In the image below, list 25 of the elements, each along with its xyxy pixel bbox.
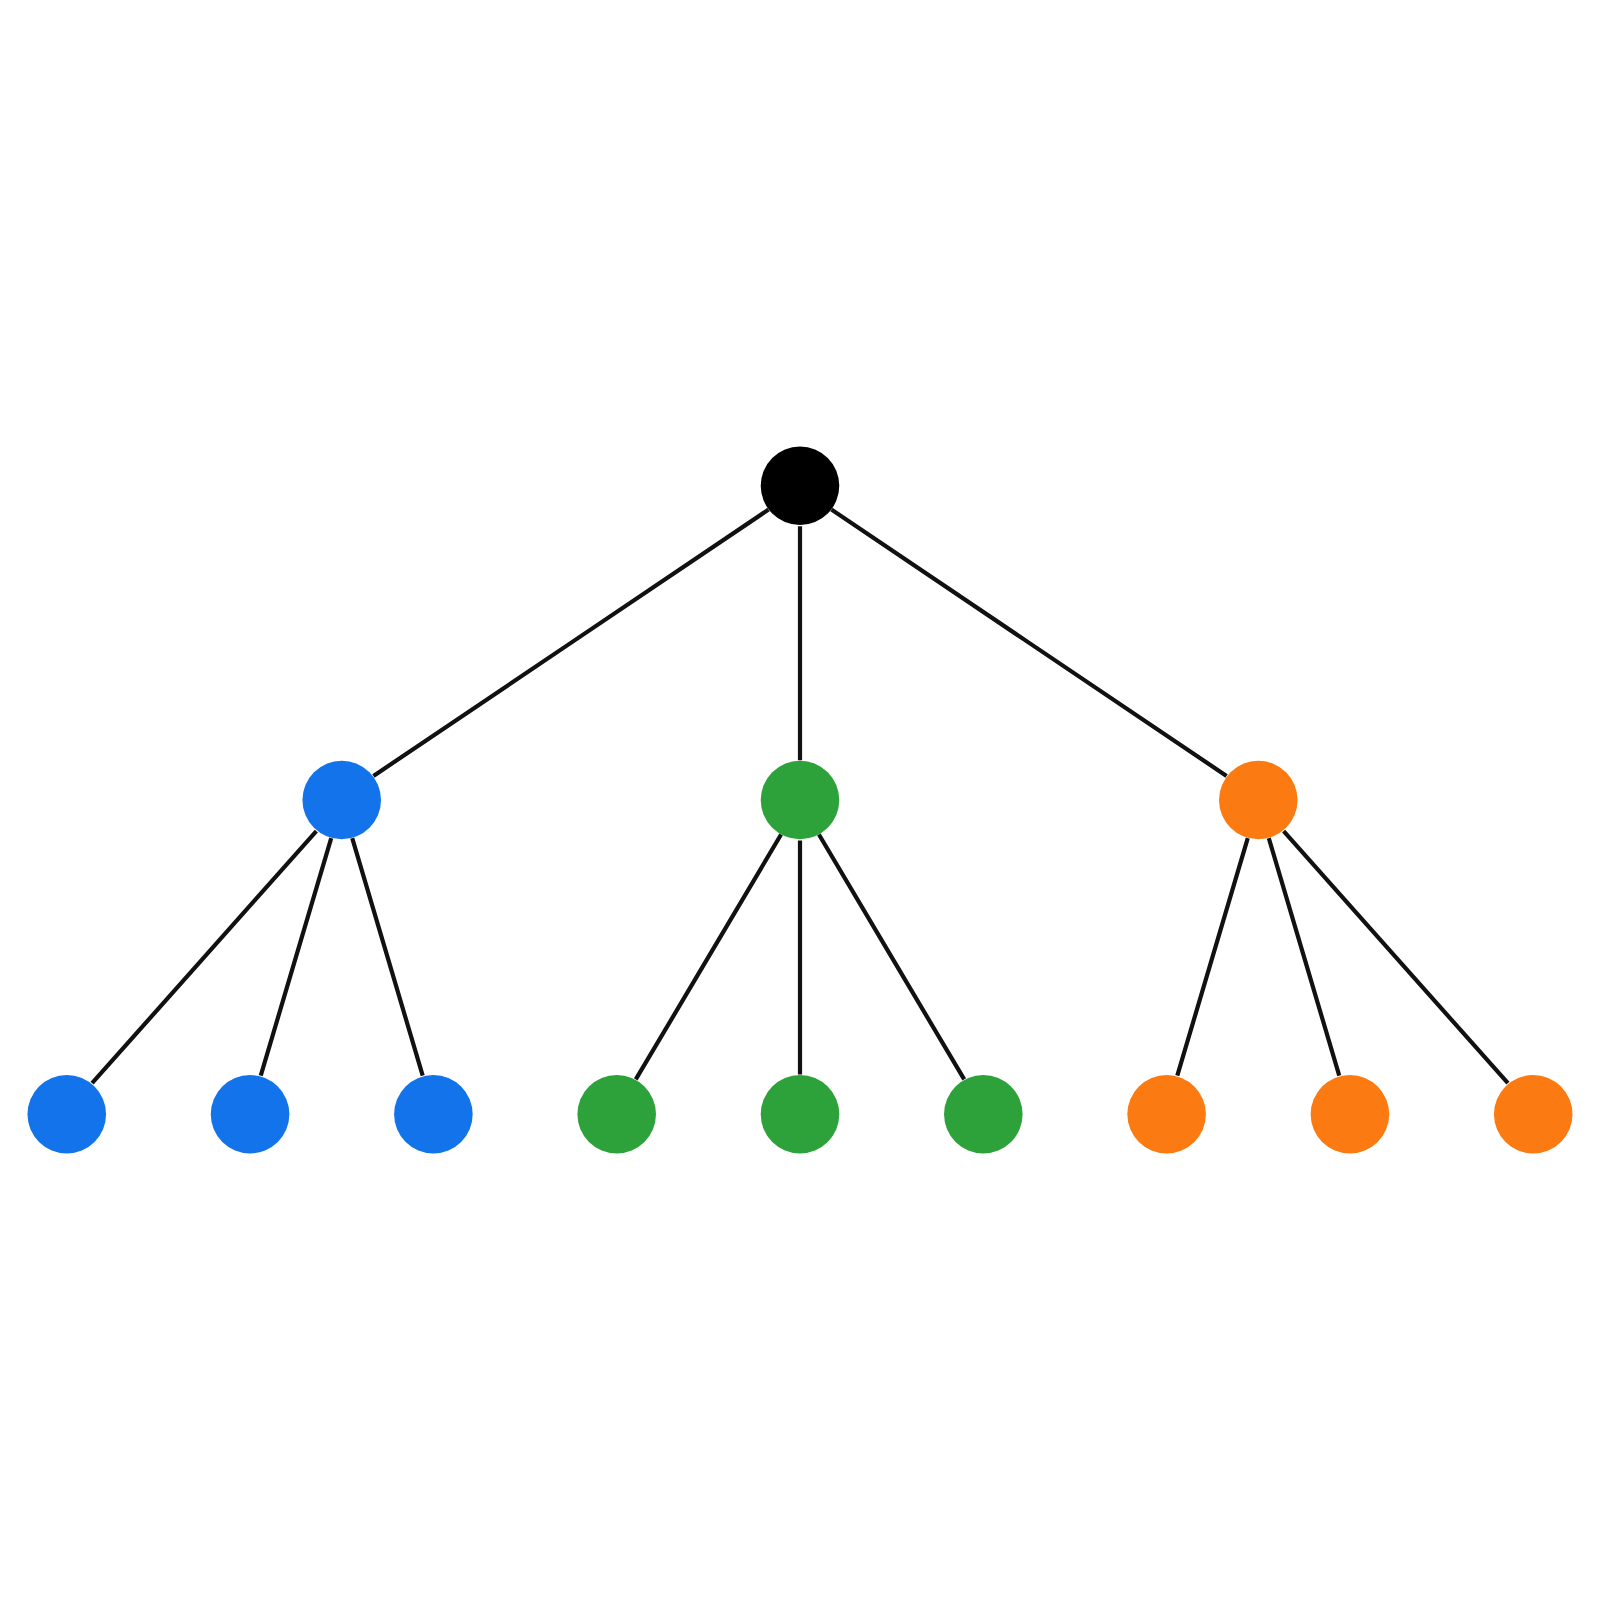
connector: [797, 526, 803, 761]
connector: [1175, 837, 1250, 1077]
node-circle: [1127, 1074, 1206, 1154]
connector: [1266, 837, 1342, 1077]
node-circle: [27, 1074, 107, 1154]
connector: [350, 837, 425, 1077]
node-circle: [944, 1074, 1023, 1154]
node-circle: [760, 760, 840, 840]
node-circle: [1310, 1074, 1390, 1154]
node-circle: [1219, 760, 1298, 840]
connector: [633, 833, 783, 1081]
node-circle: [394, 1074, 473, 1154]
node-circle: [760, 446, 840, 526]
connector: [90, 829, 318, 1085]
node-circle: [210, 1074, 290, 1154]
connector: [830, 507, 1228, 778]
connector: [1282, 829, 1510, 1085]
connector: [372, 507, 770, 778]
node-circle: [302, 760, 381, 840]
connector: [258, 837, 334, 1077]
node-circle: [760, 1074, 840, 1154]
connector: [817, 833, 967, 1081]
connector: [797, 840, 803, 1075]
node-circle: [1493, 1074, 1573, 1154]
node-circle: [577, 1074, 656, 1154]
